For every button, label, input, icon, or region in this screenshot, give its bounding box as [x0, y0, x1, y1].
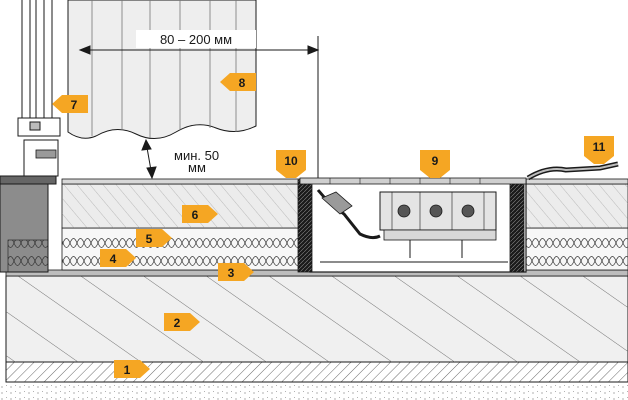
svg-text:4: 4 — [110, 252, 117, 266]
wall-insulation — [7, 239, 49, 273]
convector-edge-right — [509, 179, 525, 273]
grille-slats — [329, 178, 481, 184]
callout-4: 4 — [100, 249, 136, 267]
window-frame — [17, 0, 61, 177]
svg-text:8: 8 — [239, 76, 246, 90]
callout-1: 1 — [114, 360, 150, 378]
callout-2: 2 — [164, 313, 200, 331]
supply-cable-inner — [527, 163, 619, 179]
convector-feet — [320, 240, 508, 263]
min-gap-label-line2: мм — [188, 160, 206, 175]
min-gap-label-line1: мин. 50 — [174, 148, 219, 163]
dimension-width — [78, 36, 320, 180]
callout-11: 11 — [584, 136, 614, 164]
svg-text:5: 5 — [146, 232, 153, 246]
callout-3: 3 — [218, 263, 254, 281]
sill-profile — [0, 175, 57, 185]
deflector-detail — [321, 191, 353, 215]
svg-text:9: 9 — [432, 154, 439, 168]
callout-7: 7 — [52, 95, 88, 113]
svg-text:7: 7 — [71, 98, 78, 112]
callout-8: 8 — [220, 73, 256, 91]
convector-edge-left — [297, 179, 313, 273]
svg-text:3: 3 — [228, 266, 235, 280]
svg-text:1: 1 — [124, 363, 131, 377]
svg-text:10: 10 — [284, 154, 298, 168]
callout-9: 9 — [420, 150, 450, 178]
svg-text:2: 2 — [174, 316, 181, 330]
convector-mount-rail — [383, 229, 497, 241]
callout-6: 6 — [182, 205, 218, 223]
svg-text:6: 6 — [192, 208, 199, 222]
dimension-width-label: 80 – 200 мм — [160, 32, 232, 47]
dimension-label-bg — [136, 30, 256, 48]
curtain — [67, 0, 257, 139]
dimension-min-gap — [141, 138, 157, 180]
convector-grille — [299, 177, 527, 185]
layer-1-foundation — [5, 361, 628, 383]
heat-exchanger-fins — [391, 192, 485, 230]
curtain-folds — [91, 0, 237, 138]
heat-exchanger-pipes — [397, 204, 475, 218]
callout-10: 10 — [276, 150, 306, 178]
callout-5: 5 — [136, 229, 172, 247]
svg-text:11: 11 — [593, 140, 606, 154]
layer-2-hatch — [6, 276, 628, 362]
base-soil-layer — [0, 382, 628, 400]
frame-detail — [35, 149, 57, 159]
